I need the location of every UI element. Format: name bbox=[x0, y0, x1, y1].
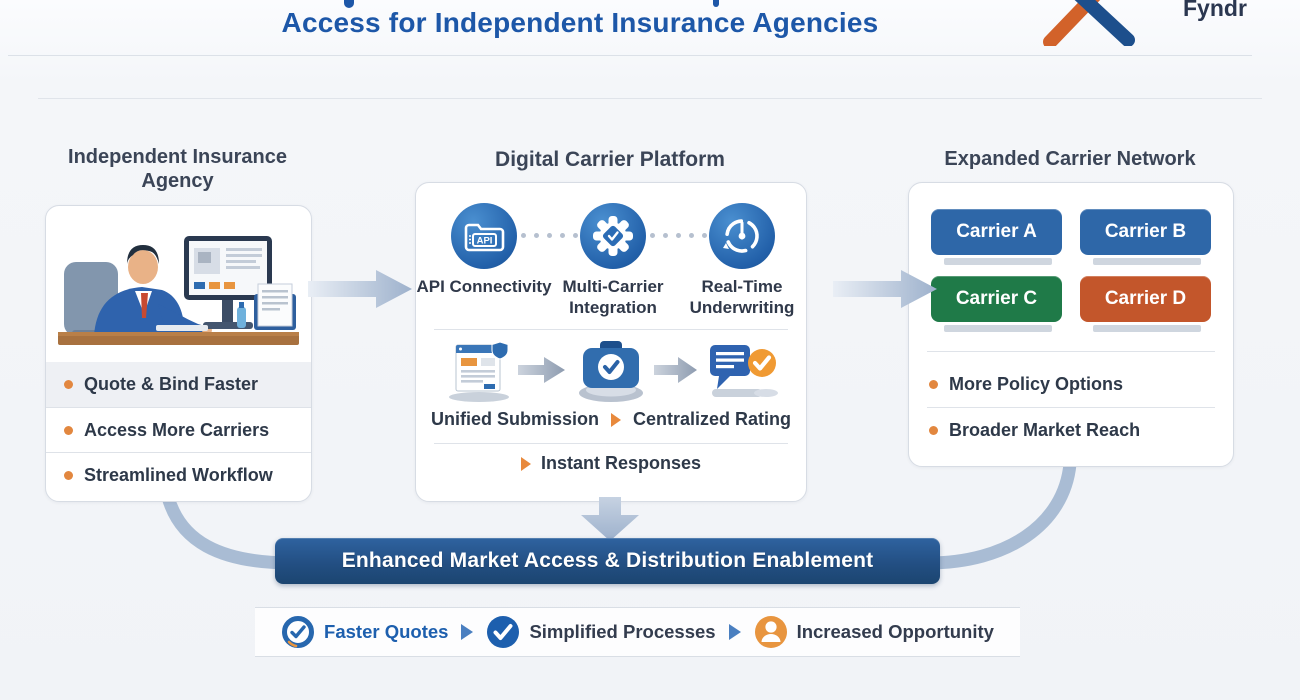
logo-wordmark: Fyndr bbox=[1183, 0, 1247, 21]
arrow-right-icon bbox=[461, 624, 474, 640]
agent-at-desk-illustration bbox=[58, 236, 299, 345]
enablement-banner: Enhanced Market Access & Distribution En… bbox=[275, 538, 940, 584]
carrier-b-button: Carrier B bbox=[1080, 209, 1211, 255]
agency-card: Quote & Bind Faster Access More Carriers… bbox=[45, 205, 312, 502]
flow-result: Instant Responses bbox=[416, 453, 806, 474]
step-arrow-icon bbox=[520, 456, 531, 471]
carrier-c-button: Carrier C bbox=[931, 276, 1062, 322]
flow-step-label: Centralized Rating bbox=[632, 409, 792, 429]
carrier-d-button: Carrier D bbox=[1080, 276, 1211, 322]
banner-label: Enhanced Market Access & Distribution En… bbox=[341, 549, 874, 572]
header-divider bbox=[8, 55, 1252, 56]
flow-arrow-icon bbox=[833, 268, 939, 310]
outcome-label: Increased Opportunity bbox=[796, 621, 994, 642]
benefit-label: More Policy Options bbox=[949, 373, 1124, 394]
feature-label: Multi-Carrier Integration bbox=[562, 277, 664, 318]
outcome-label: Faster Quotes bbox=[324, 621, 449, 642]
flow-result-label: Instant Responses bbox=[540, 453, 702, 473]
svg-text:API: API bbox=[477, 236, 493, 247]
clock-check-icon bbox=[281, 615, 315, 649]
bullet-icon bbox=[64, 425, 73, 435]
chat-response-icon bbox=[702, 339, 782, 408]
outcome-label: Simplified Processes bbox=[529, 621, 716, 642]
step-arrow-icon bbox=[610, 412, 621, 427]
check-circle-icon bbox=[486, 615, 520, 649]
cropped-title-fragment bbox=[713, 0, 719, 7]
benefit-label: Access More Carriers bbox=[84, 419, 270, 440]
list-item: More Policy Options bbox=[909, 363, 1233, 405]
feature-label: Real-Time Underwriting bbox=[689, 277, 795, 318]
dotted-connector bbox=[521, 233, 578, 238]
dotted-connector bbox=[650, 233, 707, 238]
submission-form-icon bbox=[444, 341, 514, 408]
network-card: Carrier A Carrier B Carrier C Carrier D … bbox=[908, 182, 1234, 467]
outcomes-strip: Faster Quotes Simplified Processes Incr bbox=[255, 607, 1020, 657]
benefit-label: Streamlined Workflow bbox=[84, 464, 273, 485]
gear-check-icon bbox=[580, 203, 646, 269]
fyndr-logo-icon bbox=[1042, 0, 1142, 46]
arrow-right-icon bbox=[728, 624, 741, 640]
platform-heading: Digital Carrier Platform bbox=[495, 148, 725, 171]
button-shadow bbox=[1093, 258, 1201, 265]
platform-card: API bbox=[415, 182, 807, 502]
bullet-icon bbox=[64, 380, 73, 389]
outcome-item: Increased Opportunity bbox=[754, 615, 994, 649]
person-circle-icon bbox=[754, 615, 788, 649]
divider bbox=[927, 351, 1215, 352]
gauge-icon bbox=[709, 203, 775, 269]
page-title: Access for Independent Insurance Agencie… bbox=[281, 7, 879, 38]
list-item: Access More Carriers bbox=[46, 407, 311, 452]
benefit-label: Quote & Bind Faster bbox=[84, 374, 259, 394]
bullet-icon bbox=[64, 470, 73, 480]
button-shadow bbox=[944, 258, 1052, 265]
briefcase-check-icon bbox=[572, 339, 650, 410]
flow-arrow-icon bbox=[308, 268, 414, 310]
divider bbox=[927, 407, 1215, 408]
benefit-label: Broader Market Reach bbox=[949, 419, 1141, 440]
feature-label: API Connectivity bbox=[416, 277, 552, 296]
outcome-item: Simplified Processes bbox=[486, 615, 716, 649]
section-divider bbox=[38, 98, 1262, 99]
list-item: Streamlined Workflow bbox=[46, 452, 311, 497]
button-shadow bbox=[944, 325, 1052, 332]
cropped-title-fragment bbox=[344, 0, 354, 8]
agency-heading: Independent Insurance Agency bbox=[68, 146, 287, 193]
bullet-icon bbox=[929, 379, 938, 389]
flow-step-label: Unified Submission bbox=[430, 409, 599, 429]
flow-step-labels: Unified Submission Centralized Rating bbox=[416, 409, 806, 430]
button-shadow bbox=[1093, 325, 1201, 332]
arrow-right-icon bbox=[518, 355, 566, 390]
agency-benefits-list: Quote & Bind Faster Access More Carriers… bbox=[46, 362, 311, 497]
divider bbox=[434, 329, 788, 330]
outcome-item: Faster Quotes bbox=[281, 615, 448, 649]
down-arrow-icon bbox=[581, 497, 639, 541]
list-item: Quote & Bind Faster bbox=[46, 362, 311, 407]
arrow-right-icon bbox=[654, 355, 698, 390]
bullet-icon bbox=[929, 425, 938, 435]
list-item: Broader Market Reach bbox=[909, 409, 1233, 451]
network-heading: Expanded Carrier Network bbox=[944, 148, 1196, 170]
api-folder-icon: API bbox=[451, 203, 517, 269]
carrier-a-button: Carrier A bbox=[931, 209, 1062, 255]
divider bbox=[434, 443, 788, 444]
